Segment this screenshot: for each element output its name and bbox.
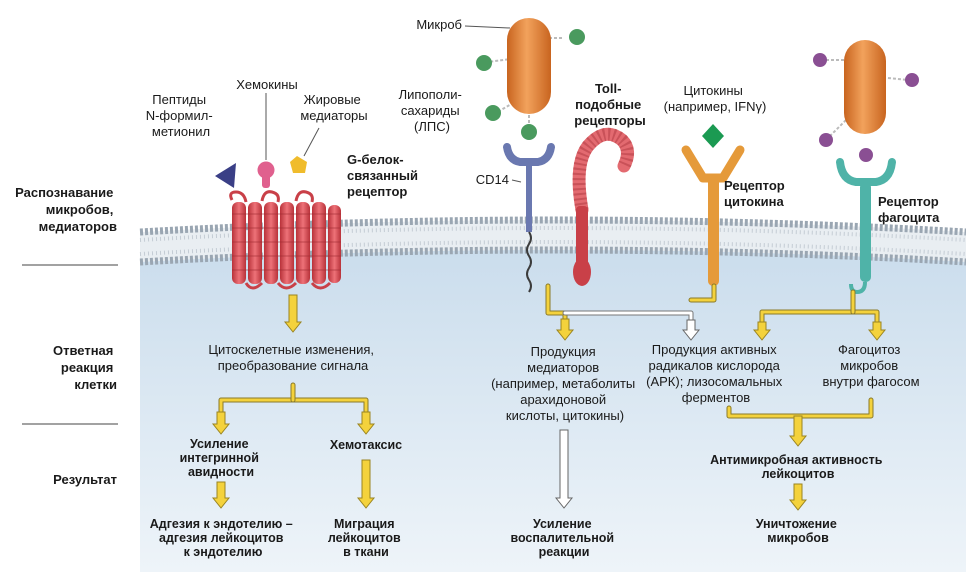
label-gpcr: G-белок- связанный рецептор	[347, 152, 422, 199]
arrow-to-chemotaxis	[356, 411, 376, 435]
outcome-antimicrobial: Антимикробная активность лейкоцитов	[710, 453, 886, 481]
response-cytoskeletal: Цитоскелетные изменения, преобразование …	[208, 342, 377, 373]
outcome-migration: Миграция лейкоцитов в ткани	[328, 517, 404, 559]
label-peptides: Пептиды N-формил- метионил	[146, 92, 217, 139]
cd14-pointer	[511, 179, 522, 183]
stage-label-result: Результат	[53, 472, 117, 487]
phagocyte-receptor	[836, 158, 896, 295]
outcome-destruction: Уничтожение микробов	[756, 517, 841, 545]
lipid-pointer	[303, 127, 320, 157]
arrow-to-integrin	[211, 411, 231, 435]
gpcr-receptor	[229, 190, 341, 290]
toll-like-receptor	[572, 127, 634, 286]
response-mediator-production: Продукция медиаторов (например, метаболи…	[491, 344, 639, 423]
arrow-to-mediator-production	[555, 318, 575, 341]
label-cytokine-receptor: Рецептор цитокина	[724, 178, 788, 209]
label-lps: Липополи- сахариды (ЛПС)	[399, 87, 466, 134]
microbe-2	[813, 40, 919, 162]
arrow-gpcr-to-cytoskeletal	[283, 294, 303, 333]
outcome-integrin: Усиление интегринной авидности	[180, 437, 263, 479]
stage-label-response: Ответная реакция клетки	[53, 343, 117, 392]
label-toll: Toll- подобные рецепторы	[574, 81, 645, 128]
peptide-ligand-triangle	[215, 163, 236, 188]
outcome-inflammation: Усиление воспалительной реакции	[510, 517, 617, 559]
arrow-chemotaxis-to-migration	[356, 459, 376, 509]
connector-lines	[218, 283, 880, 419]
label-chemokines: Хемокины	[236, 77, 298, 92]
outcome-adhesion: Адгезия к эндотелию – адгезия лейкоцитов…	[150, 517, 297, 559]
arrow-mediators-to-inflammation	[554, 429, 574, 509]
arrow-antimicrobial-to-destruction	[788, 483, 808, 511]
response-ros-production: Продукция активных радикалов кислорода (…	[646, 342, 786, 405]
arrows-layer	[211, 294, 887, 511]
label-cytokines: Цитокины (например, IFNγ)	[664, 83, 767, 114]
lipid-mediator-pentagon	[290, 156, 307, 173]
cytokine-ligand-diamond	[702, 124, 724, 148]
arrow-to-ros-yellow	[752, 321, 772, 341]
microbe-1	[464, 18, 585, 140]
chemokine-ligand	[257, 161, 275, 188]
arrow-integrin-to-adhesion	[211, 481, 231, 509]
label-phagocyte-receptor: Рецептор фагоцита	[878, 194, 942, 225]
cd14-receptor	[503, 143, 555, 293]
arrow-to-phagocytosis	[867, 321, 887, 341]
arrow-to-antimicrobial	[788, 415, 808, 447]
label-cd14: CD14	[476, 172, 509, 187]
outcome-chemotaxis: Хемотаксис	[330, 438, 402, 452]
stage-label-recognition: Распознавание микробов, медиаторов	[15, 185, 117, 234]
arrow-to-ros-production	[681, 319, 701, 341]
response-phagocytosis: Фагоцитоз микробов внутри фагосом	[822, 342, 919, 389]
label-microbe: Микроб	[416, 17, 462, 32]
label-lipid-mediators: Жировые медиаторы	[300, 92, 367, 123]
cytokine-receptor	[681, 145, 745, 286]
